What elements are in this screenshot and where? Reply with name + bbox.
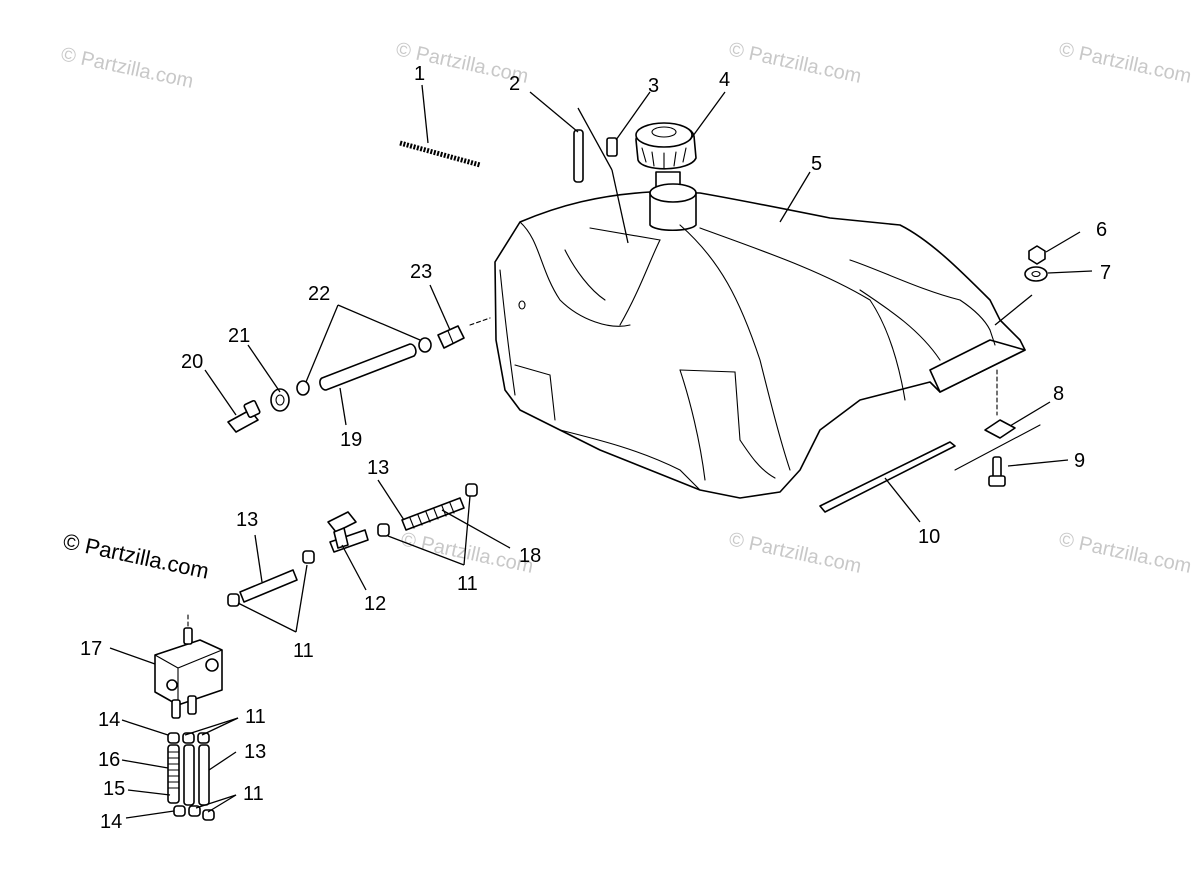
callout-11: 11 <box>245 706 266 728</box>
callout-23: 23 <box>410 261 432 283</box>
callout-2: 2 <box>509 73 520 95</box>
callout-17: 17 <box>80 638 102 660</box>
callout-21: 21 <box>228 325 250 347</box>
part-fuel-cap <box>635 122 697 196</box>
part-tank-fitting <box>437 317 491 349</box>
callout-15: 15 <box>103 778 125 800</box>
watermark: © Partzilla.com <box>59 43 195 93</box>
callout-1: 1 <box>414 63 425 85</box>
callout-14: 14 <box>98 709 120 731</box>
callout-7: 7 <box>1100 262 1111 284</box>
part-fuel-valve <box>154 611 223 719</box>
part-grommet <box>270 388 290 412</box>
part-vent-fitting <box>606 137 618 157</box>
part-fuel-tank <box>494 183 1026 499</box>
callout-3: 3 <box>648 75 659 97</box>
part-hose-middle <box>227 550 315 607</box>
part-bolt <box>954 424 1041 487</box>
callout-13: 13 <box>367 457 389 479</box>
part-hose-spring <box>401 497 465 531</box>
watermark-dark: © Partzilla.com <box>61 528 211 583</box>
part-vent-tube <box>573 129 584 183</box>
callout-12: 12 <box>364 593 386 615</box>
part-vent-line <box>399 140 481 168</box>
callout-14: 14 <box>100 811 122 833</box>
part-nut <box>1028 245 1046 265</box>
callout-19: 19 <box>340 429 362 451</box>
callout-4: 4 <box>719 69 730 91</box>
callout-22: 22 <box>308 283 330 305</box>
callout-18: 18 <box>519 545 541 567</box>
callouts: 1 2 3 4 5 6 7 8 9 10 11 11 11 11 12 13 1… <box>80 63 1111 833</box>
callout-16: 16 <box>98 749 120 771</box>
part-pad <box>984 369 1016 439</box>
part-fuel-line <box>319 343 417 391</box>
part-outlet-fitting <box>227 399 261 433</box>
callout-11: 11 <box>457 573 478 595</box>
callout-13: 13 <box>236 509 258 531</box>
callout-10: 10 <box>918 526 940 548</box>
watermark: © Partzilla.com <box>1057 38 1193 88</box>
leader-lines <box>109 84 1093 819</box>
part-t-fitting <box>327 511 369 553</box>
callout-9: 9 <box>1074 450 1085 472</box>
callout-13: 13 <box>244 741 266 763</box>
part-clamps <box>296 337 432 396</box>
callout-6: 6 <box>1096 219 1107 241</box>
callout-11: 11 <box>293 640 314 662</box>
callout-11: 11 <box>243 783 264 805</box>
callout-20: 20 <box>181 351 203 373</box>
watermark: © Partzilla.com <box>727 38 863 88</box>
watermark: © Partzilla.com <box>727 528 863 578</box>
watermark: © Partzilla.com <box>1057 528 1193 578</box>
part-lower-hoses <box>167 732 215 821</box>
callout-8: 8 <box>1053 383 1064 405</box>
part-washer <box>1024 266 1048 282</box>
part-strap <box>819 441 956 513</box>
part-clamps-upper <box>377 483 478 537</box>
callout-5: 5 <box>811 153 822 175</box>
